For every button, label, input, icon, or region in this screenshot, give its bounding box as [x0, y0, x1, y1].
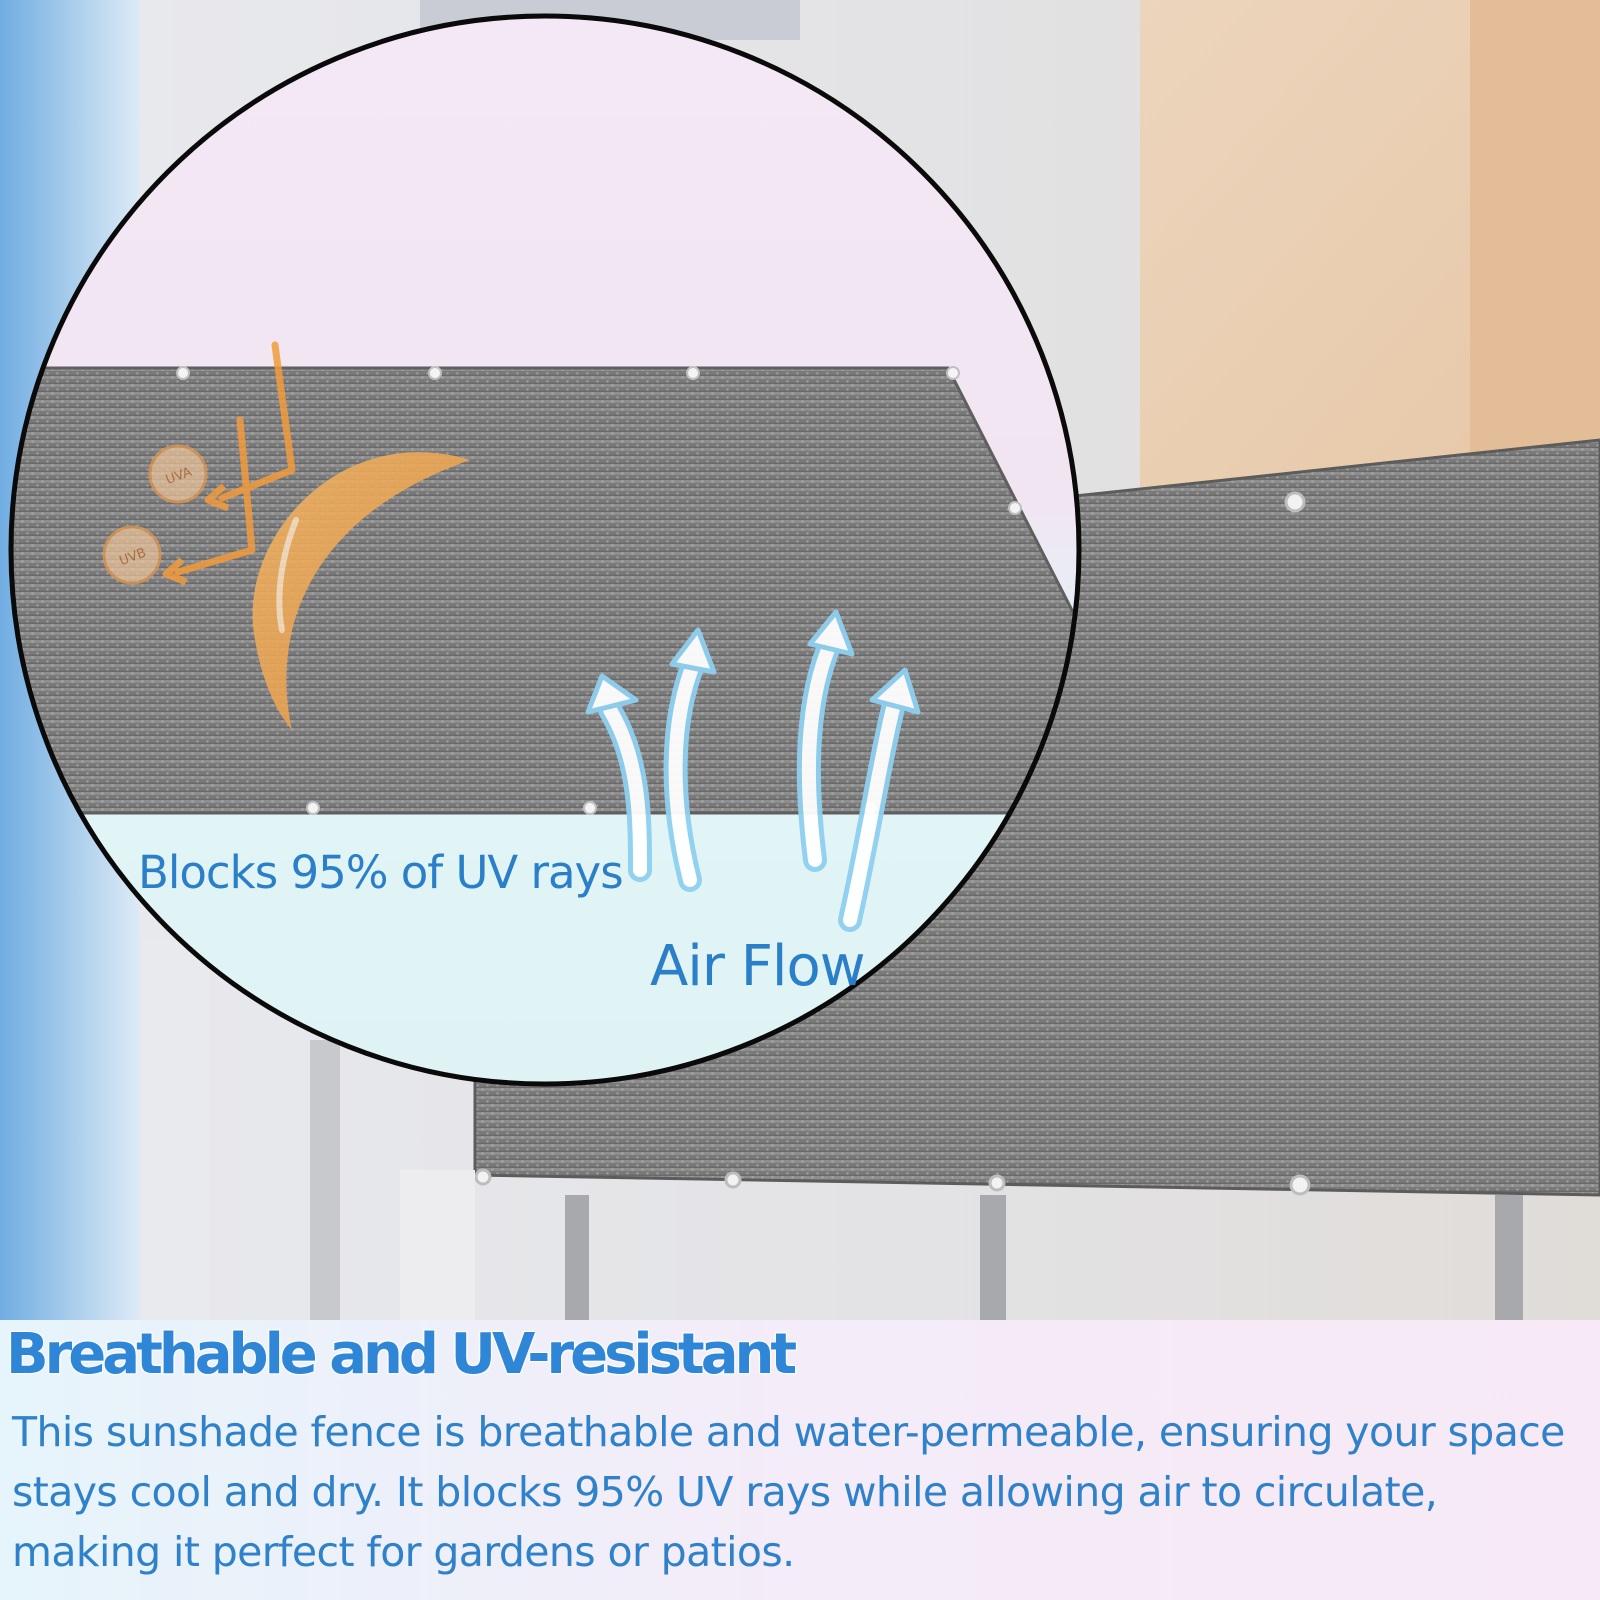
crescent-shield-icon — [252, 452, 470, 730]
grommet — [1289, 1174, 1311, 1196]
airflow-arrows-icon — [585, 609, 921, 932]
grommet — [583, 801, 597, 815]
grommet — [428, 366, 442, 380]
product-scene: UVA UVB Blocks 95% of UV rays Air Flow — [0, 0, 1600, 1320]
railing-posts — [400, 1170, 1523, 1320]
grommet — [988, 1174, 1006, 1192]
caption-body: This sunshade fence is breathable and wa… — [12, 1408, 1565, 1576]
uv-ray-arrows-icon — [162, 341, 296, 586]
grommet — [1008, 501, 1022, 515]
grommet — [724, 1171, 742, 1189]
airflow-label: Air Flow — [650, 934, 865, 999]
uv-block-label: Blocks 95% of UV rays — [138, 846, 623, 899]
grommet — [474, 1168, 492, 1186]
uvb-badge: UVB — [102, 525, 162, 585]
caption-band — [0, 1320, 1600, 1600]
grommet — [946, 366, 960, 380]
grommet — [176, 366, 190, 380]
uva-badge: UVA — [148, 444, 208, 504]
caption-heading: Breathable and UV-resistant — [5, 1321, 798, 1388]
grommet — [686, 366, 700, 380]
grommet — [306, 801, 320, 815]
grommet — [1284, 491, 1306, 513]
